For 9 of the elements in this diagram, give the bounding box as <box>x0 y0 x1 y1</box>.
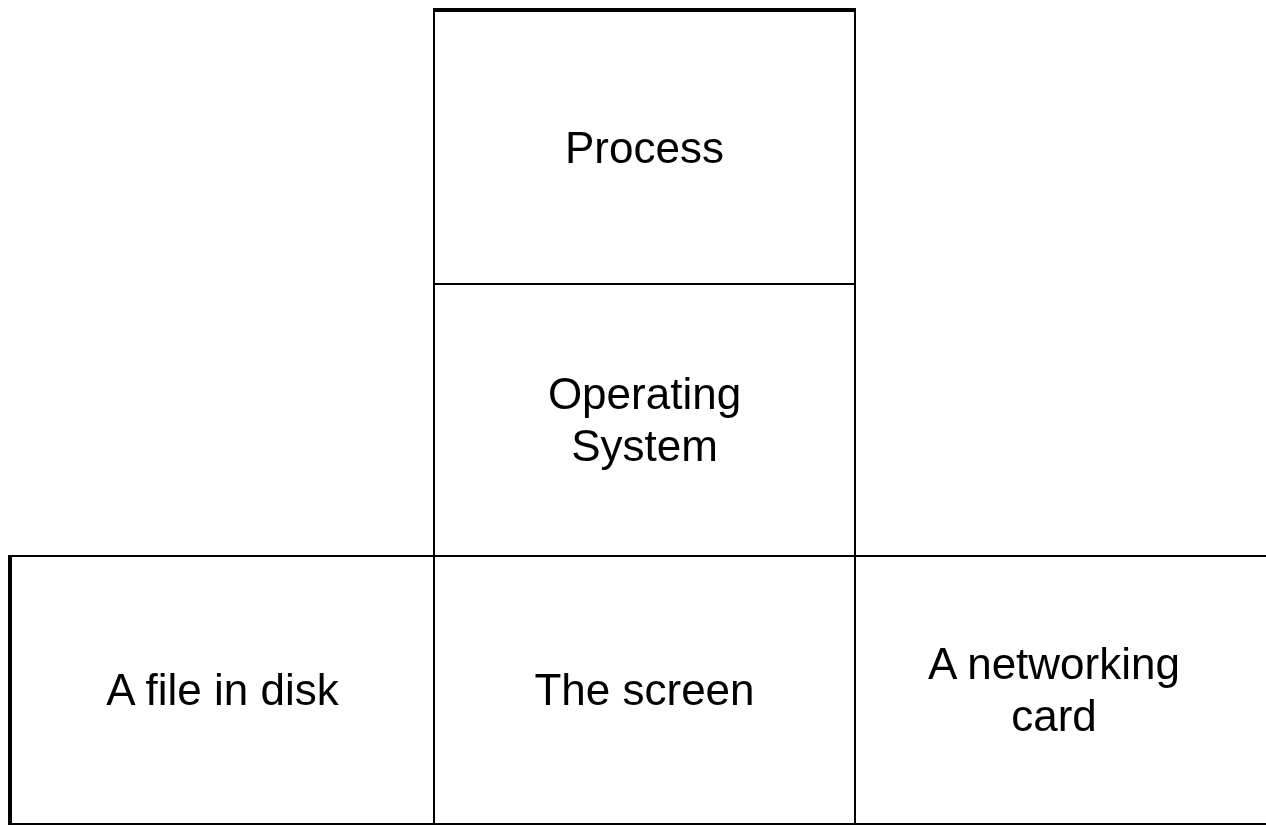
process-box <box>433 283 856 557</box>
box-label: The screen <box>534 664 755 716</box>
process-box <box>433 8 856 285</box>
process-box <box>854 555 1266 825</box>
process-box <box>8 555 435 825</box>
box-label: Process <box>565 121 724 174</box>
box-label: A networking card <box>927 638 1181 742</box>
box-label: A file in disk <box>106 664 339 716</box>
box-label: Operating System <box>546 368 743 472</box>
